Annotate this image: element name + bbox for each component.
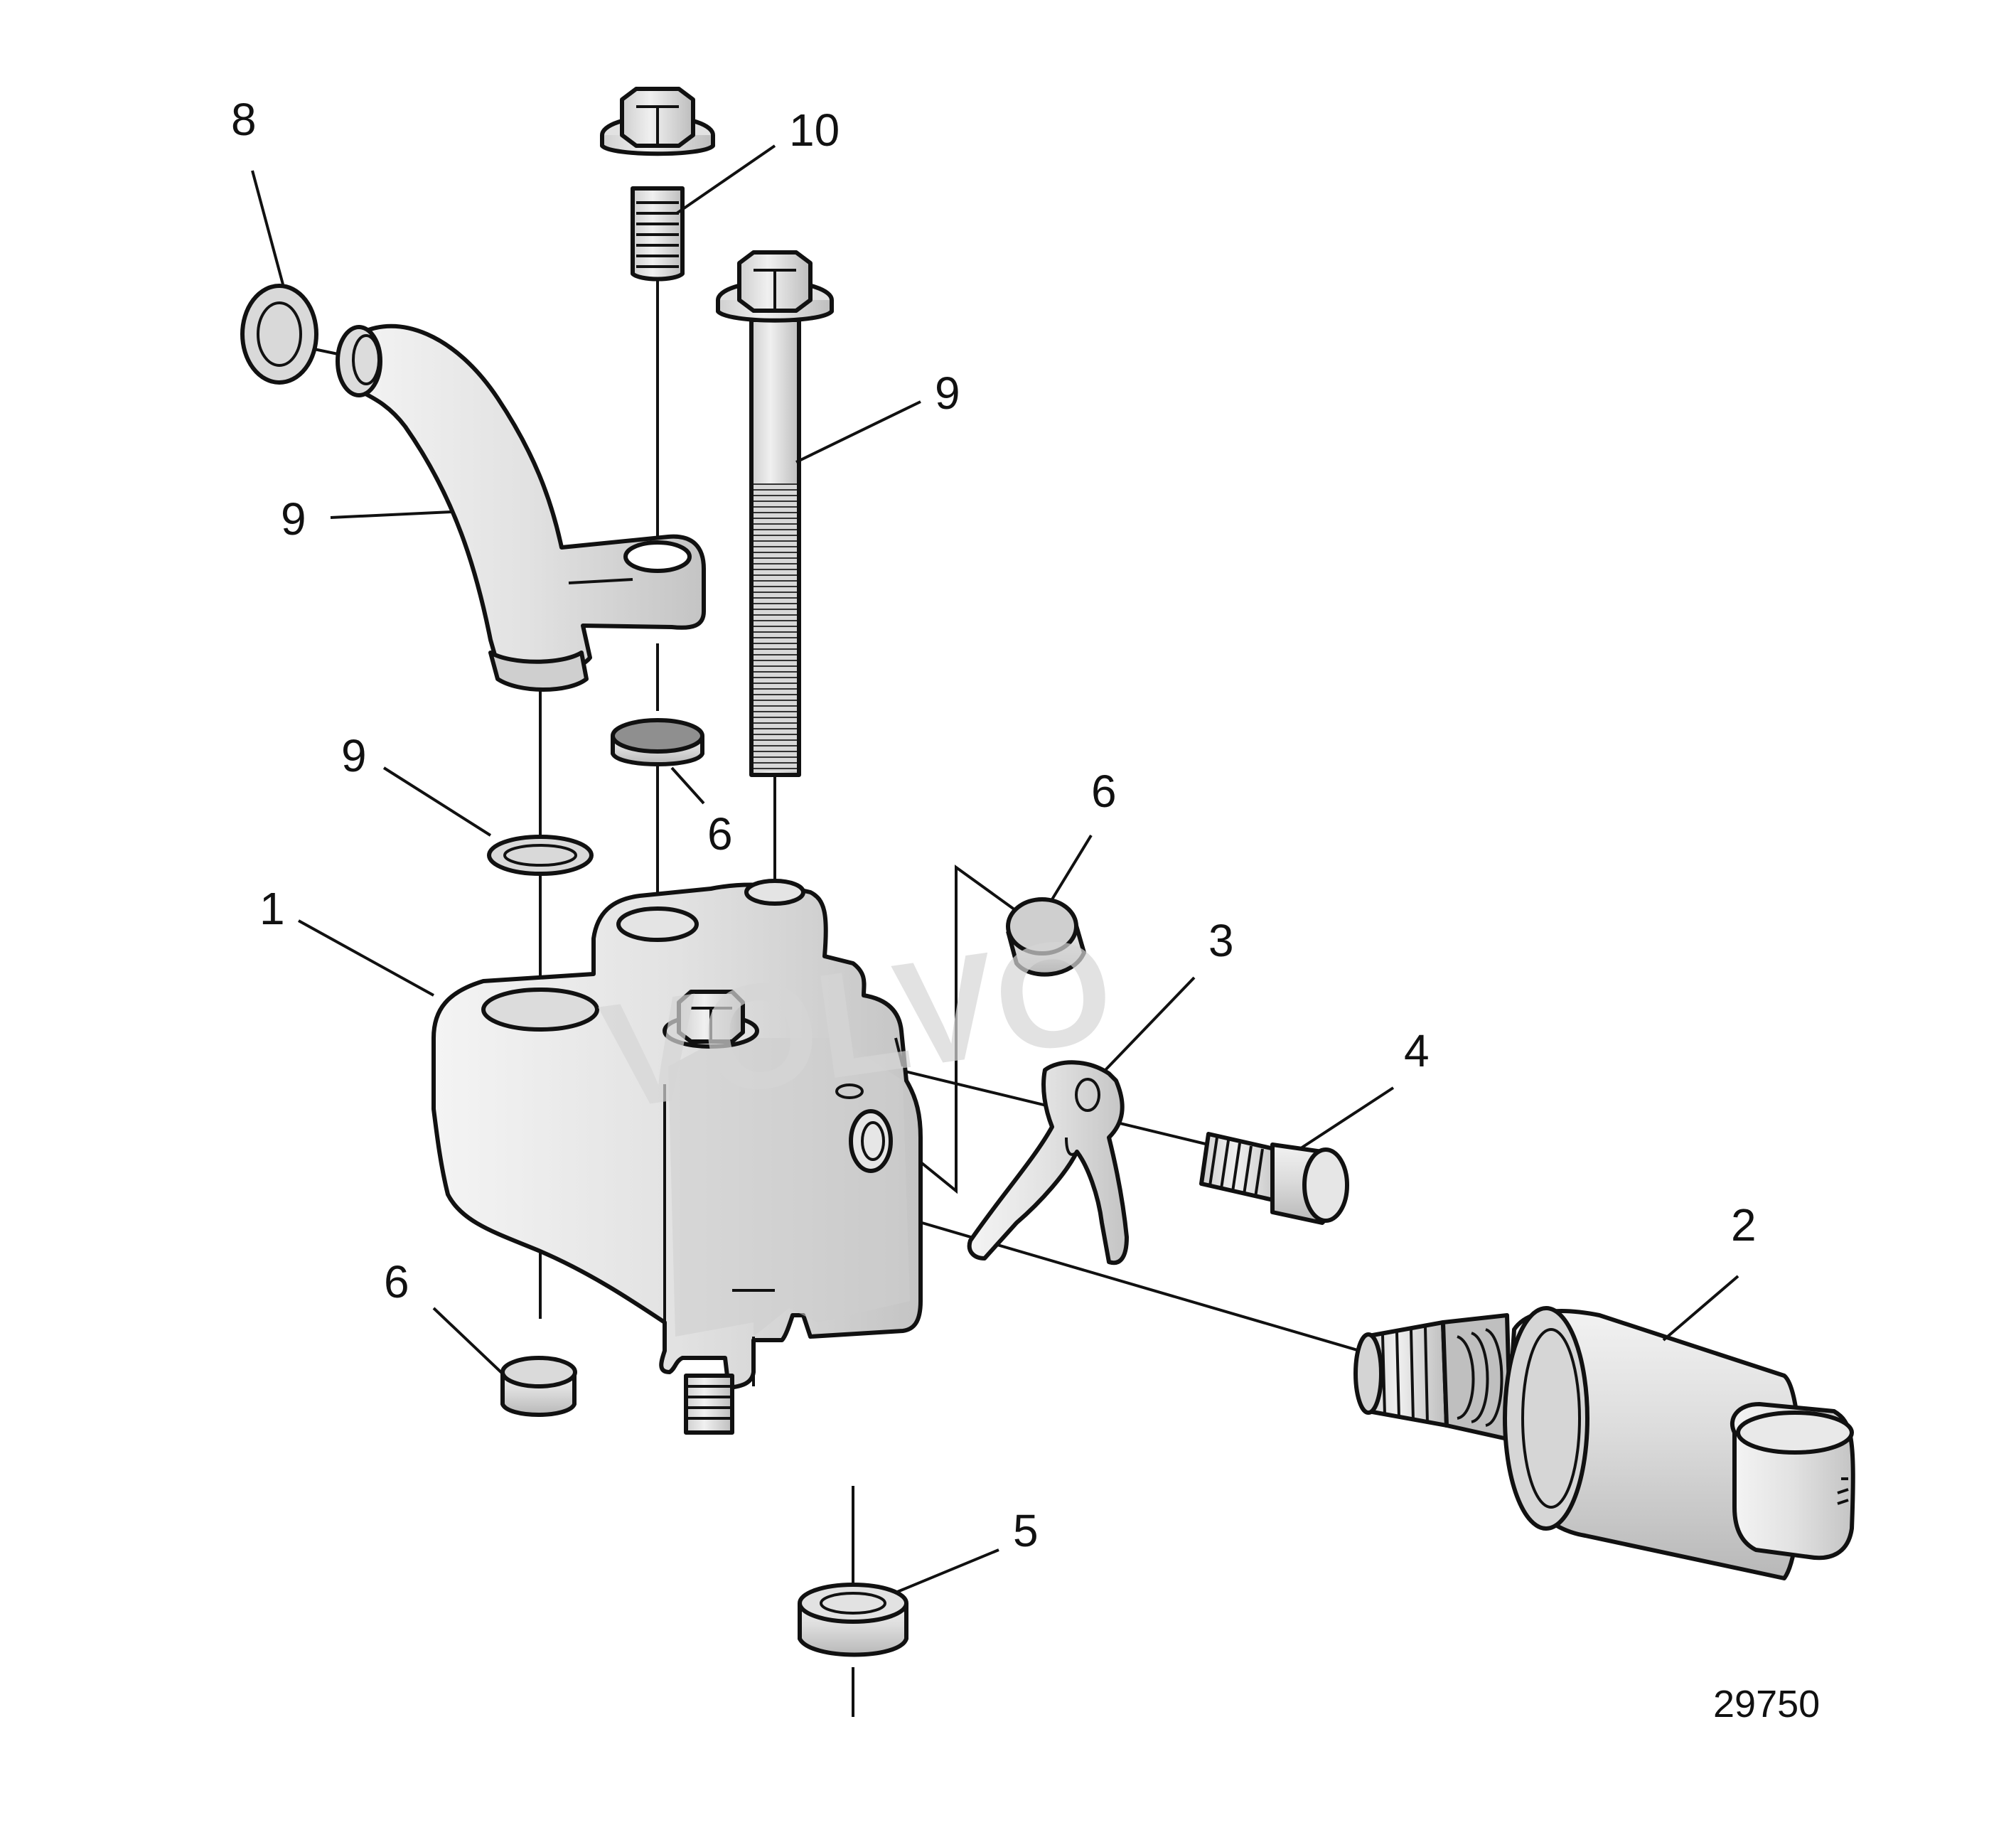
callout-1: 1 xyxy=(259,883,285,934)
leader-lines xyxy=(251,144,1739,1594)
bolt-long xyxy=(716,250,834,777)
o-ring-upper xyxy=(240,284,318,385)
sleeve-bottom xyxy=(798,1583,908,1657)
callout-5: 5 xyxy=(1013,1505,1039,1556)
bolt-short xyxy=(600,87,715,282)
valve-housing: VOLVO xyxy=(431,879,1122,1435)
callout-8: 9 xyxy=(281,493,306,545)
screw xyxy=(1199,1132,1349,1225)
plug-bottom-left xyxy=(500,1356,577,1417)
o-ring-lower xyxy=(487,835,594,876)
callout-labels: 8 10 9 9 9 6 6 1 3 4 2 6 5 29750 xyxy=(231,94,1820,1725)
plug-right xyxy=(1006,897,1086,977)
callout-9-upper: 8 xyxy=(231,94,257,145)
callout-6-lower: 6 xyxy=(384,1256,409,1307)
callout-6-right: 6 xyxy=(1091,766,1117,817)
callout-4: 4 xyxy=(1404,1025,1430,1076)
callout-2: 2 xyxy=(1731,1199,1757,1251)
fork-bracket xyxy=(967,1060,1129,1265)
callout-3: 3 xyxy=(1208,915,1234,966)
callout-10: 10 xyxy=(789,105,840,156)
figure-number: 29750 xyxy=(1713,1683,1820,1725)
solenoid-valve xyxy=(1353,1306,1855,1580)
callout-9-lower: 9 xyxy=(341,730,367,781)
callout-7: 9 xyxy=(935,368,960,419)
oil-pipe xyxy=(336,323,706,692)
sleeve-upper xyxy=(611,718,704,766)
callout-6-upper: 6 xyxy=(707,808,733,860)
